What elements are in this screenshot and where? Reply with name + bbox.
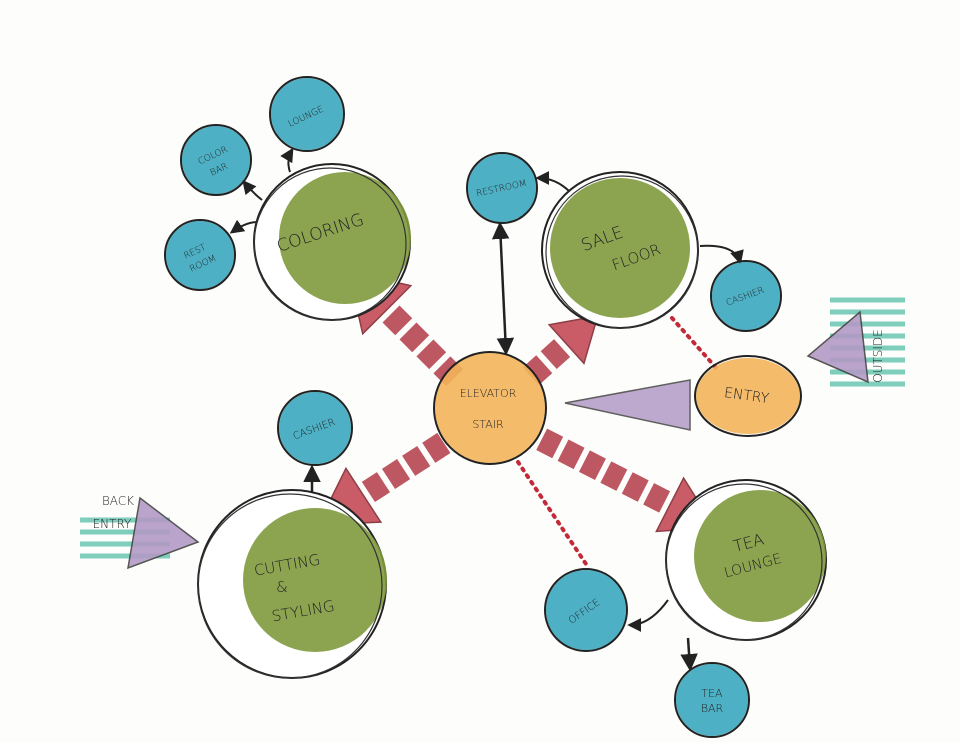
connector-sale-cashier bbox=[699, 244, 744, 265]
bubble-lounge bbox=[269, 76, 345, 152]
label-back-entry-1: BACK bbox=[102, 494, 134, 508]
label-elevator-2: STAIR bbox=[472, 418, 504, 431]
bubble-sale-floor bbox=[541, 171, 699, 329]
bubble-rest-room bbox=[164, 219, 236, 291]
label-entry: ENTRY bbox=[723, 385, 770, 407]
flow-arrow-cutting bbox=[316, 432, 451, 526]
label-tea-bar-1: TEA bbox=[701, 687, 723, 700]
connector-tea-office bbox=[627, 599, 669, 632]
bubble-tea-lounge bbox=[665, 479, 827, 641]
label-cutting-2: & bbox=[276, 578, 288, 596]
label-elevator-1: ELEVATOR bbox=[460, 387, 517, 400]
dotted-link-elevator-office bbox=[516, 460, 590, 569]
connector-tea-teabar bbox=[680, 637, 698, 672]
bubble-office bbox=[544, 568, 628, 652]
bubble-cutting-styling bbox=[197, 489, 387, 679]
connector-sale-restroom bbox=[535, 171, 571, 193]
bubble-cashier-left bbox=[277, 390, 353, 466]
label-back-entry-2: ENTRY bbox=[93, 517, 132, 531]
dotted-link-sale-entry bbox=[670, 316, 720, 372]
bubble-tea-bar bbox=[674, 662, 750, 738]
label-tea-bar-2: BAR bbox=[701, 702, 724, 715]
bubble-restroom bbox=[466, 152, 538, 224]
bubble-cashier-top bbox=[710, 260, 782, 332]
entry-arrow bbox=[564, 379, 691, 431]
bubble-entry bbox=[694, 355, 802, 437]
back-entry-arrow-group bbox=[80, 496, 200, 570]
flow-arrow-sale-floor bbox=[522, 315, 599, 386]
bubble-coloring bbox=[253, 163, 411, 321]
bubble-color-bar bbox=[180, 124, 252, 196]
connector-coloring-lounge bbox=[280, 147, 294, 173]
connector-elevator-restroom bbox=[491, 221, 515, 356]
label-outside: OUTSIDE bbox=[871, 329, 885, 383]
bubble-elevator-stair bbox=[433, 351, 547, 465]
connector-coloring-colorbar bbox=[242, 179, 263, 201]
outside-arrow-group bbox=[806, 297, 905, 387]
